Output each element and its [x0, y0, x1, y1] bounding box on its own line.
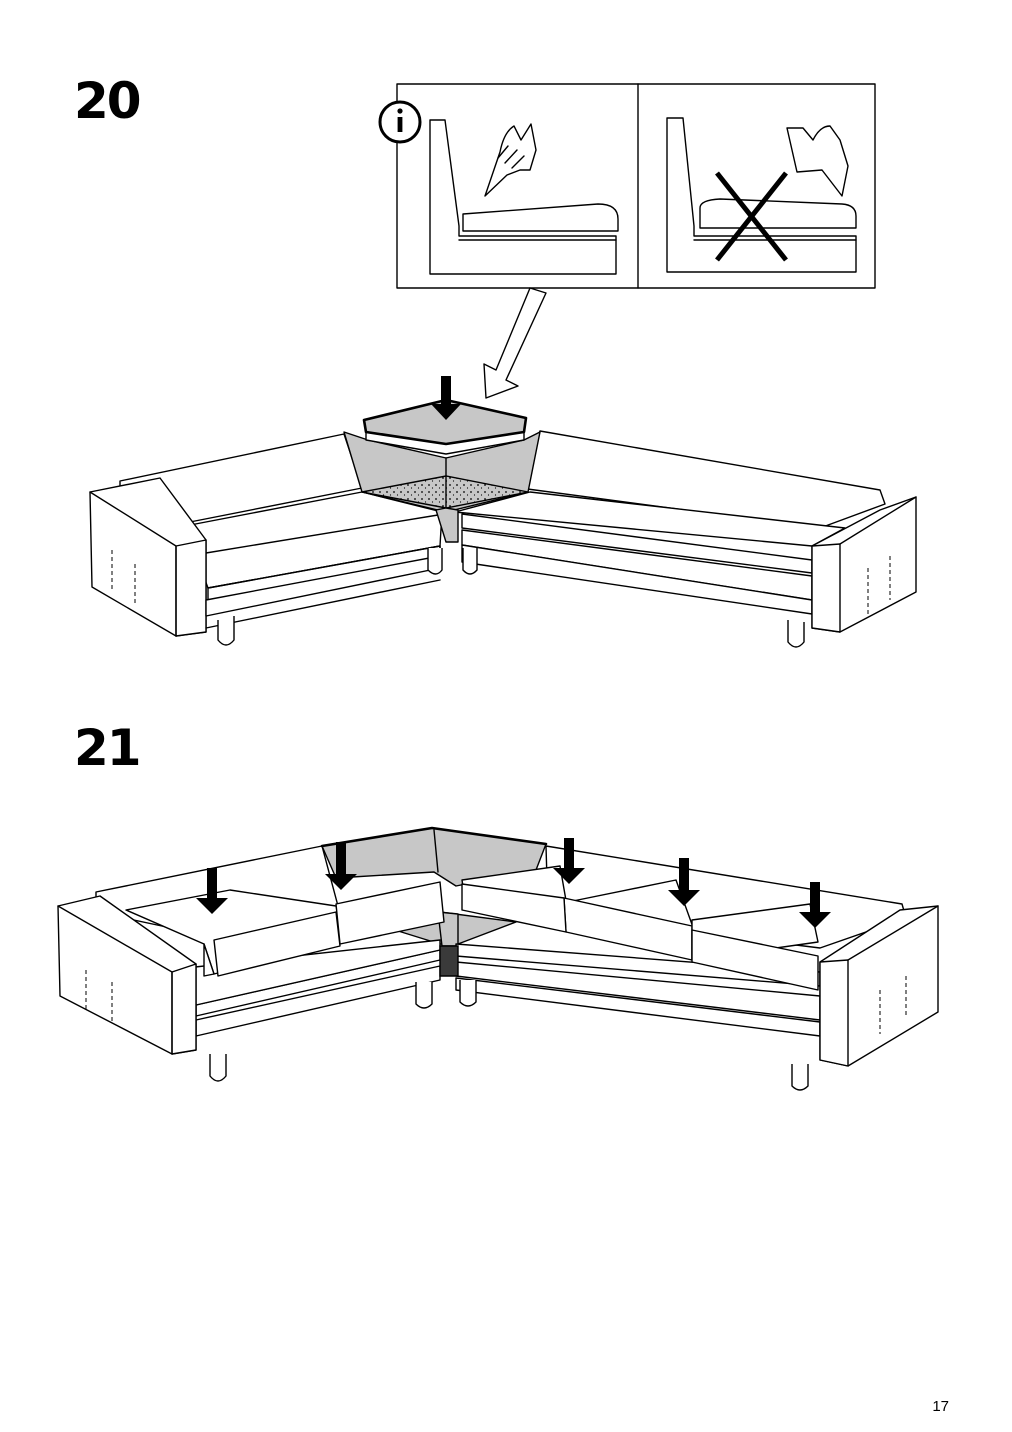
step-number-20: 20: [74, 72, 142, 130]
info-detail-panel: [378, 83, 876, 399]
press-down-arrow: [553, 838, 585, 884]
corner-sofa-step-21: [57, 826, 939, 1091]
press-down-arrow: [196, 868, 228, 914]
incorrect-cushion-placement: [666, 117, 857, 273]
corner-sofa-step-20: [89, 376, 917, 648]
callout-arrow: [483, 287, 547, 399]
press-down-arrow: [799, 882, 831, 928]
cross-icon: [715, 171, 788, 262]
correct-cushion-placement: [429, 119, 619, 275]
page-number: 17: [932, 1398, 949, 1415]
step-number-21: 21: [74, 719, 142, 777]
press-down-arrow: [325, 842, 357, 890]
info-icon: [378, 100, 422, 144]
press-down-arrow: [431, 376, 461, 420]
press-down-arrow: [668, 858, 700, 906]
